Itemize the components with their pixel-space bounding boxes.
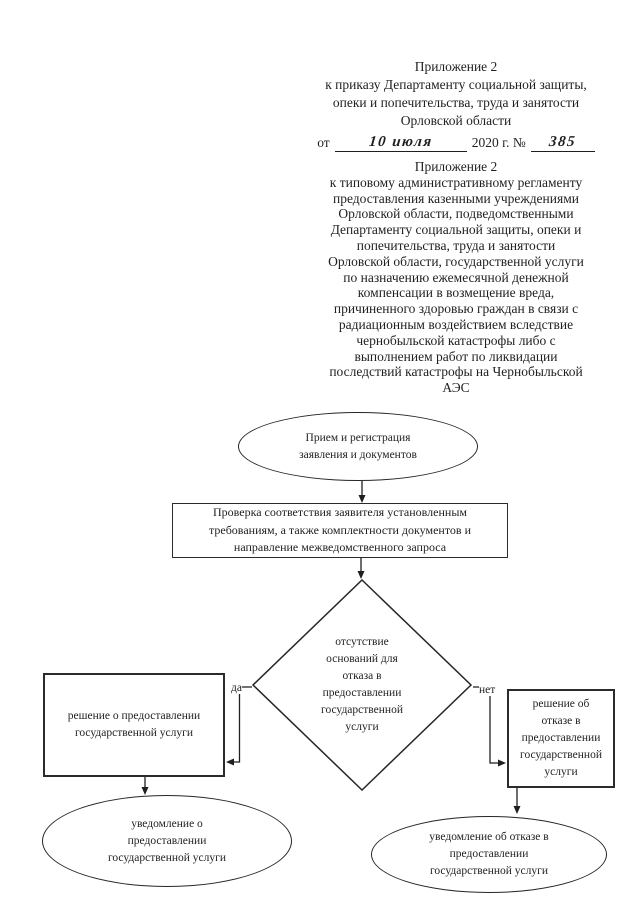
- decision-diamond: отсутствие оснований для отказа в предос…: [251, 579, 473, 791]
- header-line: по назначению ежемесячной денежной: [343, 269, 569, 285]
- arrow-decision-to-approve: [233, 686, 252, 763]
- header-line: к типовому административному регламенту: [329, 174, 583, 190]
- edge-label-no: нет: [479, 684, 496, 696]
- node-label: решение о предоставлении государственной…: [67, 710, 201, 739]
- header-line: к приказу Департаменту социальной защиты…: [325, 77, 587, 92]
- deny-rectangle: решение об отказе в предоставлении госуд…: [507, 689, 615, 788]
- diamond-shape-icon: [251, 579, 473, 791]
- header-line: Орловской области: [400, 113, 512, 128]
- arrowhead-down-icon: [141, 787, 149, 795]
- node-label: Проверка соответствия заявителя установл…: [208, 505, 472, 555]
- node-label: решение об отказе в предоставлении госуд…: [520, 698, 602, 778]
- arrowhead-down-icon: [357, 571, 365, 579]
- notify-deny-ellipse: уведомление об отказе в предоставлении г…: [371, 816, 607, 893]
- arrowhead-down-icon: [513, 806, 521, 814]
- arrowhead-left-icon: [226, 758, 234, 766]
- header-line: Приложение 2: [414, 59, 498, 74]
- approve-rectangle: решение о предоставлении государственной…: [43, 673, 225, 777]
- header-line: чернобыльской катастрофы либо с: [356, 332, 556, 348]
- arrow-decision-to-deny: [473, 686, 498, 764]
- check-rectangle: Проверка соответствия заявителя установл…: [172, 503, 508, 558]
- header-regulation-ref: Приложение 2 к типовому административном…: [290, 159, 622, 396]
- header-line: предоставления казенными учреждениями: [333, 190, 579, 206]
- header-line: попечительства, труда и занятости: [356, 237, 556, 253]
- order-date-line: от 10 июля 2020 г. № 385: [290, 133, 622, 152]
- handwritten-number: 385: [548, 134, 578, 150]
- handwritten-date-field: 10 июля: [334, 133, 467, 152]
- header-line: Приложение 2: [414, 159, 498, 174]
- node-label: уведомление об отказе в предоставлении г…: [429, 831, 549, 877]
- header-line: Орловской области, подведомственными: [338, 206, 574, 222]
- arrowhead-right-icon: [498, 759, 506, 767]
- notify-approve-ellipse: уведомление о предоставлении государстве…: [42, 795, 292, 887]
- node-label: Прием и регистрация заявления и документ…: [299, 431, 417, 461]
- node-label: уведомление о предоставлении государстве…: [107, 817, 227, 864]
- node-label: отсутствие оснований для отказа в предос…: [321, 636, 403, 733]
- header-line: АЭС: [442, 380, 470, 396]
- header-line: опеки и попечительства, труда и занятост…: [332, 95, 580, 110]
- handwritten-date: 10 июля: [368, 134, 434, 150]
- handwritten-number-field: 385: [530, 133, 595, 152]
- header-line: причиненного здоровью граждан в связи с: [333, 301, 579, 317]
- header-line: Орловской области, государственной услуг…: [328, 253, 584, 269]
- header-line: Департаменту социальной защиты, опеки и: [330, 222, 582, 238]
- header-line: последствий катастрофы на Чернобыльской: [329, 364, 583, 380]
- edge-label-yes: да: [231, 682, 242, 694]
- date-middle: 2020 г. №: [471, 135, 526, 150]
- date-prefix: от: [317, 135, 330, 150]
- header-line: радиационным воздействием вследствие: [338, 316, 574, 332]
- arrowhead-down-icon: [358, 495, 366, 503]
- header-line: выполнением работ по ликвидации: [354, 348, 558, 364]
- header-appendix-order-ref: Приложение 2 к приказу Департаменту соци…: [290, 58, 622, 152]
- header-line: компенсации в возмещение вреда,: [357, 285, 555, 301]
- start-ellipse: Прием и регистрация заявления и документ…: [238, 412, 478, 481]
